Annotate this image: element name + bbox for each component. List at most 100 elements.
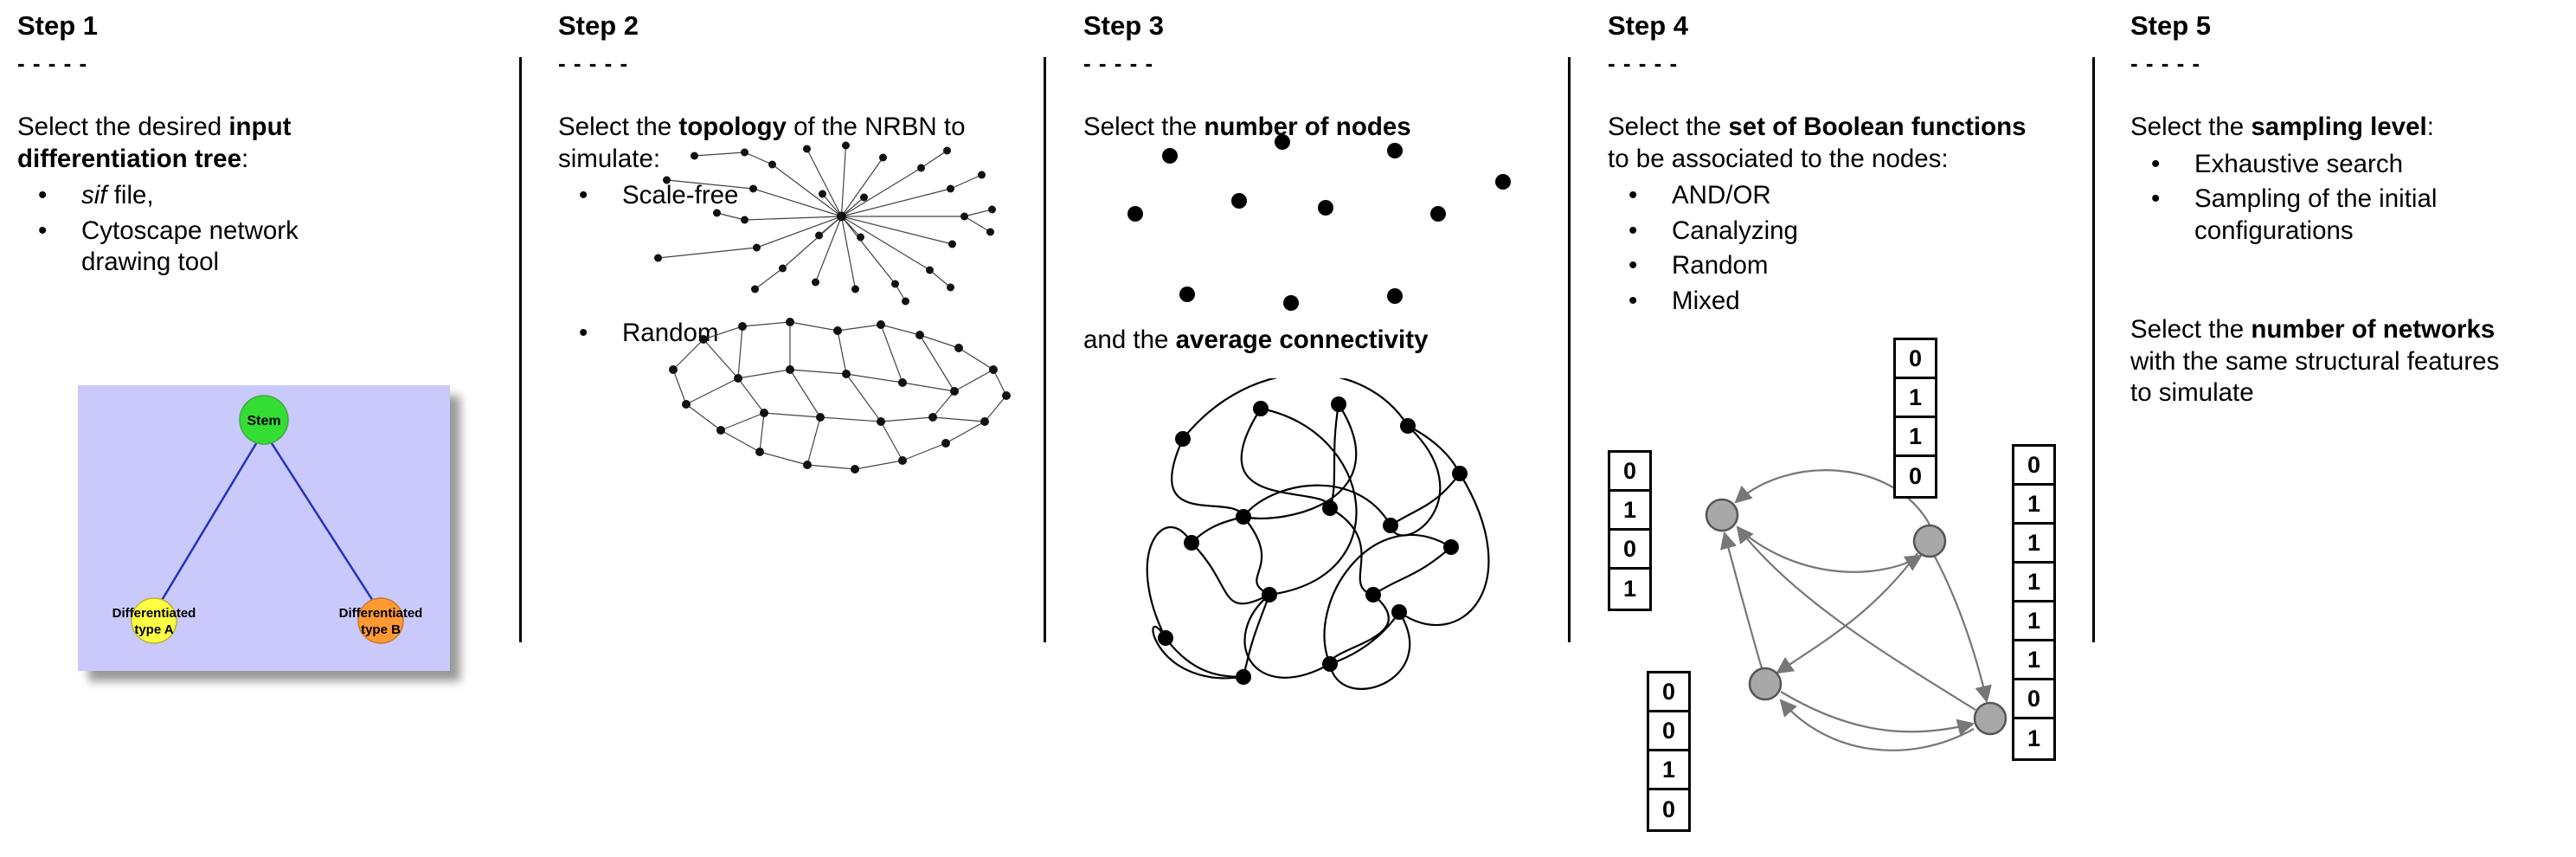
node-dots: [1127, 134, 1511, 311]
list-item-label: Sampling of the initial configurations: [2194, 184, 2438, 245]
list-item-label: Cytoscape network drawing tool: [81, 216, 299, 277]
truth-table-top: 0 1 1 0: [1893, 338, 1937, 499]
truth-table-cell: 0: [1649, 673, 1688, 712]
stem-node: [239, 395, 289, 445]
truth-table-cell: 0: [1908, 463, 1923, 489]
differentiation-tree-svg: Stem Differentiated type A Differentiate…: [78, 385, 450, 671]
intro-text: Select the: [2130, 315, 2252, 345]
list-item-label: Exhaustive search: [2194, 149, 2404, 178]
truth-table-cell: 1: [2014, 602, 2053, 641]
truth-table-cell: 1: [1896, 418, 1935, 457]
step-5-dashes: - - - - -: [2130, 50, 2201, 76]
list-item-label: Mixed: [1672, 286, 1740, 315]
intro-text: Select the: [2130, 113, 2252, 141]
network-edges: [672, 321, 1007, 470]
intro-text: and the: [1083, 325, 1176, 354]
truth-table-cell: 1: [1622, 576, 1637, 602]
step-5-title: Step 5: [2130, 10, 2212, 41]
list-item: Cytoscape network drawing tool: [17, 216, 381, 279]
boolean-node: [1973, 701, 2007, 736]
type-a-node: [131, 597, 177, 644]
list-item-label: Random: [1672, 251, 1769, 280]
boolean-node: [1748, 667, 1783, 701]
list-item: Canalyzing: [1608, 216, 2079, 248]
list-item-label: Canalyzing: [1672, 216, 1798, 245]
intro-bold-text: number of networks: [2251, 315, 2496, 345]
truth-table-left: 0 1 0 1: [1608, 450, 1652, 611]
type-a-label-line1: Differentiated: [112, 606, 196, 621]
random-network-image: [669, 318, 1011, 474]
step-5-networks-paragraph: Select the number of networks with the s…: [2130, 314, 2502, 409]
list-item-label: sif file,: [81, 181, 154, 210]
step-3-line2: and the average connectivity: [1083, 325, 1429, 357]
step-1-dashes: - - - - -: [17, 50, 88, 76]
list-item: Sampling of the initial configurations: [2130, 184, 2537, 247]
network-arrows: [1719, 469, 1992, 751]
type-b-label-line1: Differentiated: [339, 606, 423, 621]
step-1-column: Step 1 - - - - - Select the desired inpu…: [17, 10, 489, 846]
intro-bold-text: input differentiation tree: [17, 113, 292, 173]
graph-edges: [1146, 378, 1490, 690]
graph-nodes: [1158, 396, 1468, 685]
truth-table-cell: 1: [2014, 641, 2053, 680]
step-5-options: Exhaustive search Sampling of the initia…: [2130, 149, 2537, 248]
step-4-intro: Select the set of Boolean functions to b…: [1608, 112, 2040, 175]
step-3-dashes: - - - - -: [1083, 50, 1154, 76]
intro-bold-text: set of Boolean functions: [1728, 113, 2027, 141]
step-1-options: sif file, Cytoscape network drawing tool: [17, 180, 381, 279]
network-nodes: [669, 318, 1011, 474]
network-nodes: [654, 141, 996, 306]
network-nodes: [1705, 498, 2007, 736]
intro-text: Select the: [558, 113, 679, 141]
truth-table-cell: 1: [1610, 492, 1649, 531]
list-item: Exhaustive search: [2130, 149, 2537, 181]
truth-table-right: 0 1 1 1 1 1 0 1: [2012, 444, 2056, 761]
truth-table-cell: 1: [2014, 525, 2053, 564]
differentiation-tree-image: Stem Differentiated type A Differentiate…: [78, 385, 450, 671]
intro-text: Select the desired: [17, 113, 229, 141]
list-item-label: AND/OR: [1672, 181, 1771, 210]
intro-bold-text: number of nodes: [1204, 113, 1411, 141]
truth-table-cell: 0: [1661, 796, 1676, 822]
step-4-options: AND/OR Canalyzing Random Mixed: [1608, 180, 2079, 317]
truth-table-cell: 1: [1649, 751, 1688, 790]
stem-node-label: Stem: [247, 414, 280, 428]
column-divider: [1568, 57, 1571, 642]
intro-bold-text: topology: [678, 113, 787, 141]
truth-table-cell: 1: [2027, 725, 2041, 751]
intro-text: with the same structural features to sim…: [2130, 346, 2500, 408]
type-b-label-line2: type B: [361, 622, 401, 637]
step-1-title: Step 1: [17, 10, 99, 41]
step-5-column: Step 5 - - - - - Select the sampling lev…: [2130, 10, 2567, 846]
list-item: AND/OR: [1608, 180, 2079, 212]
step-3-line1: Select the number of nodes: [1083, 112, 1551, 144]
truth-table-cell: 0: [2014, 680, 2053, 719]
connectivity-graph-image: [1146, 378, 1490, 690]
list-item: sif file,: [17, 180, 381, 212]
column-divider: [1044, 57, 1046, 642]
step-2-title: Step 2: [558, 10, 639, 41]
step-1-intro: Select the desired input differentiation…: [17, 112, 467, 175]
boolean-node: [1705, 498, 1739, 532]
truth-table-cell: 0: [1610, 453, 1649, 492]
column-divider: [519, 57, 522, 642]
truth-table-cell: 0: [2014, 447, 2053, 486]
type-b-node: [357, 597, 404, 644]
truth-table-cell: 0: [1896, 340, 1935, 379]
truth-table-cell: 1: [2014, 486, 2053, 525]
tree-edge-left: [154, 440, 260, 611]
step-3-title: Step 3: [1083, 10, 1165, 41]
boolean-functions-diagram: 0 1 0 1 0 1 1 0 0 0 1 0 0 1 1 1 1 1 0 1: [1608, 329, 2079, 857]
boolean-node: [1912, 524, 1947, 558]
step-5-intro: Select the sampling level:: [2130, 112, 2567, 144]
intro-text: :: [2426, 113, 2434, 141]
truth-table-cell: 0: [1649, 712, 1688, 751]
column-divider: [2092, 57, 2095, 642]
step-2-dashes: - - - - -: [558, 50, 629, 76]
intro-text: Select the: [1083, 113, 1204, 141]
list-item: Mixed: [1608, 286, 2079, 318]
step-3-column: Step 3 - - - - - Select the number of no…: [1083, 10, 1551, 846]
truth-table-cell: 0: [1610, 531, 1649, 570]
step-2-intro: Select the topology of the NRBN to simul…: [558, 112, 991, 175]
intro-text: Select the: [1608, 113, 1729, 141]
